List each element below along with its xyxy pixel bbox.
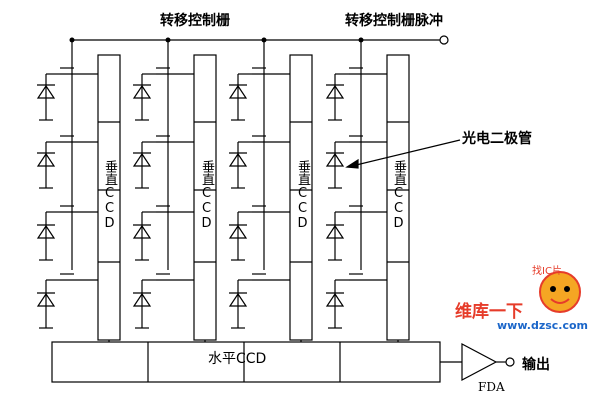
photodiode: [132, 292, 152, 307]
photodiode: [36, 292, 56, 307]
photodiode: [325, 292, 345, 307]
vertical-ccd-label: 垂直CCD: [391, 160, 406, 231]
transfer-gate-pulse-terminal: [439, 35, 449, 45]
photodiode: [325, 224, 345, 239]
bus-junction-dot: [261, 37, 267, 43]
transfer-gate-label: 转移控制栅: [160, 13, 230, 29]
photodiode: [36, 84, 56, 99]
photodiode: [132, 224, 152, 239]
photodiode: [36, 224, 56, 239]
photodiode: [132, 84, 152, 99]
photodiode: [132, 152, 152, 167]
watermark-logo: 找IC片: [532, 264, 581, 313]
output-label: 输出: [522, 357, 550, 373]
photodiode: [228, 84, 248, 99]
transfer-gate-pulse-label: 转移控制栅脉冲: [345, 13, 443, 29]
photodiode: [325, 84, 345, 99]
photodiode: [228, 224, 248, 239]
photodiode-leader-arrow: [345, 158, 359, 169]
vertical-ccd-label: 垂直CCD: [295, 160, 310, 231]
photodiode: [228, 292, 248, 307]
watermark-logo-text: 找IC片: [532, 264, 562, 277]
photodiode: [325, 152, 345, 167]
output-terminal: [505, 357, 515, 367]
photodiode: [228, 152, 248, 167]
photodiode-label: 光电二极管: [462, 131, 532, 147]
bus-junction-dot: [165, 37, 171, 43]
bus-junction-dot: [69, 37, 75, 43]
bus-junction-dot: [358, 37, 364, 43]
photodiode-leader-line: [351, 139, 461, 167]
fda-label: FDA: [478, 380, 505, 394]
photodiode: [36, 152, 56, 167]
vertical-ccd-label: 垂直CCD: [102, 160, 117, 231]
fda-amplifier: [461, 343, 498, 381]
vertical-ccd-label: 垂直CCD: [199, 160, 214, 231]
watermark-url: www.dzsc.com: [497, 319, 589, 332]
horizontal-ccd-label: 水平CCD: [208, 351, 267, 367]
watermark-brand: 维库一下: [455, 302, 523, 322]
